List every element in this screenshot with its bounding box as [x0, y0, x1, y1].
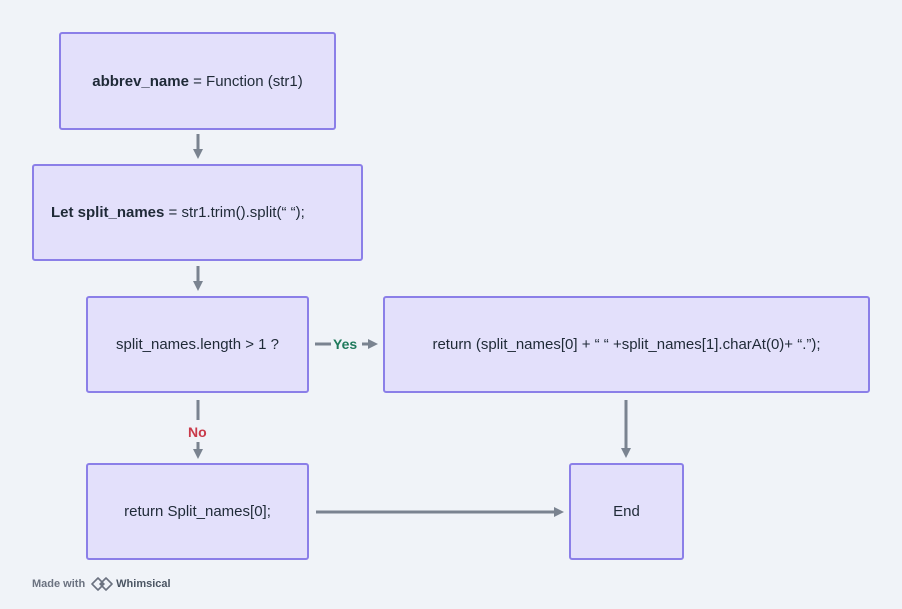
end-text: End — [613, 503, 640, 520]
function-definition-node[interactable]: abbrev_name = Function (str1) — [59, 32, 336, 130]
return-first-text: return Split_names[0]; — [124, 503, 271, 520]
split-statement-node[interactable]: Let split_names = str1.trim().split(“ “)… — [32, 164, 363, 261]
yes-edge-label: Yes — [332, 336, 359, 352]
function-name: abbrev_name — [92, 72, 189, 90]
function-signature: = Function (str1) — [188, 72, 303, 90]
split-variable: Let split_names — [51, 204, 165, 221]
end-node[interactable]: End — [569, 463, 684, 560]
return-full-text: return (split_names[0] + “ “ +split_name… — [432, 336, 821, 353]
made-with-text: Made with — [32, 578, 86, 590]
decision-text: split_names.length > 1 ? — [115, 336, 280, 353]
whimsical-logo-icon — [91, 577, 113, 591]
no-edge-label: No — [187, 424, 208, 440]
footer-attribution[interactable]: Made with Whimsical — [32, 577, 171, 591]
return-full-node[interactable]: return (split_names[0] + “ “ +split_name… — [383, 296, 870, 393]
length-decision-node[interactable]: split_names.length > 1 ? — [86, 296, 309, 393]
split-expression: = str1.trim().split(“ “); — [164, 204, 305, 221]
whimsical-brand-text: Whimsical — [116, 578, 171, 590]
return-first-node[interactable]: return Split_names[0]; — [86, 463, 309, 560]
